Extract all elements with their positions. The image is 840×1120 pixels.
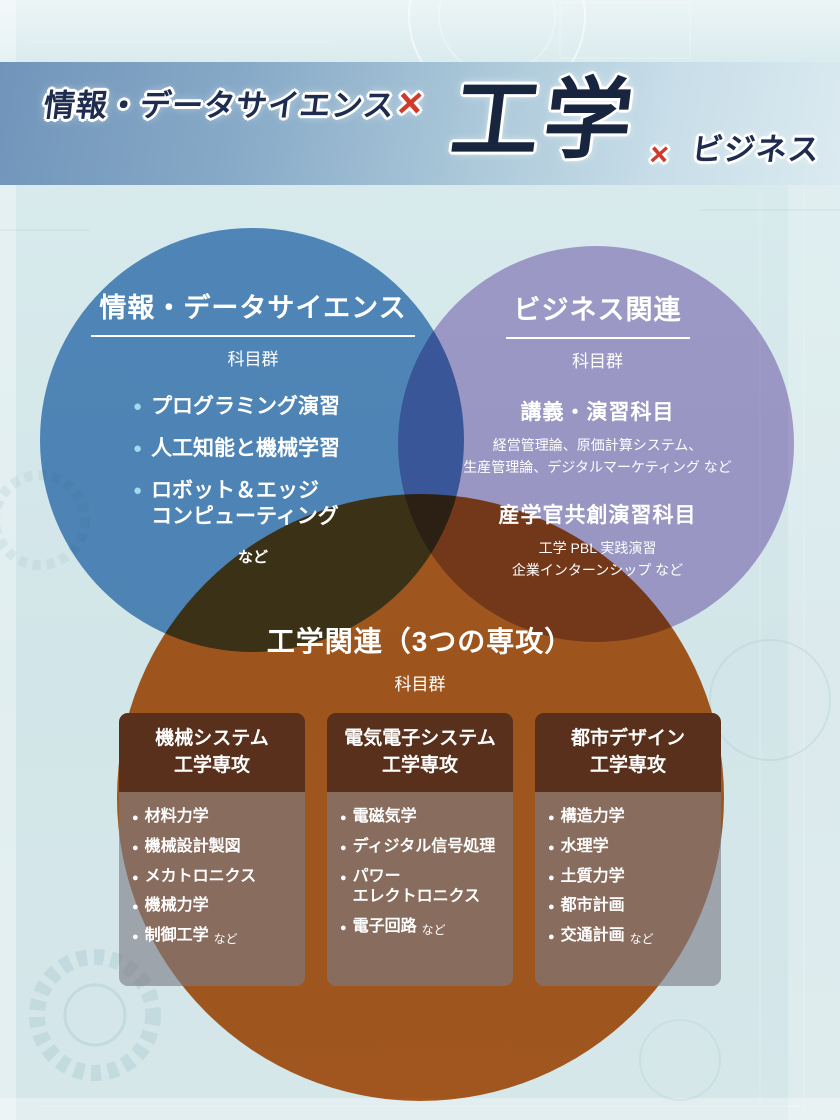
header-title-engineering: 工学 [445,70,643,169]
column-course-list: ● 電磁気学 ● ディジタル信号処理 ● パワー エレクトロニクス ● 電子回路… [327,792,513,986]
bullet-icon: ● [548,871,555,884]
collab-courses-heading: 産学官共創演習科目 [498,503,697,527]
bullet-icon: ● [340,871,347,884]
course-item-label: 土質力学 [560,867,625,885]
bullet-icon: ● [548,841,555,854]
column-course-list: ● 構造力学 ● 水理学 ● 土質力学 ● 都市計画 ● 交通計画 [535,792,721,986]
course-item: ● パワー エレクトロニクス [340,867,507,909]
bullet-icon: ● [548,931,555,944]
course-item: ● 都市計画 [548,896,715,917]
course-item: ● 電子回路 など [340,917,507,939]
bullet-icon: ● [132,841,139,854]
bullet-icon: ● [132,901,139,914]
course-item: ● 交通計画 など [548,926,715,948]
course-item-label: 都市計画 [560,897,625,915]
bullet-icon: ● [132,812,139,824]
course-item-label: ディジタル信号処理 [352,837,496,855]
business-title: ビジネス関連 [505,288,690,339]
etc-label: など [237,549,268,567]
bullet-icon: ● [340,841,347,854]
course-item: ● 材料力学 [132,807,299,828]
engineering-subtitle: 科目群 [394,675,446,694]
multiply-icon-2: × [647,136,672,172]
course-item: ● プログラミング演習 [133,394,451,420]
engineering-title: 工学関連（3つの専攻） [266,626,574,657]
column-electrical-electronic: 電気電子システム 工学専攻 ● 電磁気学 ● ディジタル信号処理 ● パワー エ… [327,713,513,986]
course-item-label: 構造力学 [560,808,625,825]
bullet-icon: ● [132,931,139,944]
datascience-course-list: ● プログラミング演習 ● 人工知能と機械学習 ● ロボット＆エッジ コンピュー… [55,394,451,530]
course-item-label: 機械設計製図 [144,837,241,855]
header-title-business: ビジネス [689,132,823,167]
business-subtitle: 科目群 [572,352,623,371]
course-item-label: ロボット＆エッジ コンピューティング [151,479,339,529]
bullet-icon: ● [548,812,555,824]
bullet-icon: ● [548,901,555,914]
datascience-content: 情報・データサイエンス 科目群 ● プログラミング演習 ● 人工知能と機械学習 … [55,286,451,567]
course-item-label: メカトロニクス [144,867,257,885]
course-item: ● 機械設計製図 [132,837,299,858]
header-title-datascience: 情報・データサイエンス [41,88,398,123]
etc-label: など [213,932,238,947]
column-course-list: ● 材料力学 ● 機械設計製図 ● メカトロニクス ● 機械力学 ● 制御工 [119,792,305,986]
course-item: ● 水理学 [548,837,715,858]
course-item-label: 交通計画 [560,927,625,945]
bullet-icon: ● [133,440,143,458]
course-item-label: 人工知能と機械学習 [151,437,341,461]
course-item-label: 材料力学 [144,808,209,825]
lecture-courses-heading: 講義・演習科目 [520,401,675,424]
multiply-icon-1: × [395,79,427,126]
etc-label: など [421,923,446,938]
bullet-icon: ● [132,871,139,884]
course-item: ● 土質力学 [548,867,715,888]
course-item-label: 電磁気学 [352,808,417,825]
bullet-icon: ● [340,922,347,935]
column-title: 電気電子システム 工学専攻 [327,713,513,792]
course-item: ● 制御工学 など [132,926,299,948]
course-item: ● メカトロニクス [132,867,299,888]
business-content: ビジネス関連 科目群 講義・演習科目 経営管理論、原価計算システム、 生産管理論… [425,288,770,582]
course-item-label: 機械力学 [144,897,209,915]
course-item-label: プログラミング演習 [151,395,341,418]
column-title: 機械システム 工学専攻 [119,713,305,792]
datascience-subtitle: 科目群 [227,350,279,369]
course-item-label: 電子回路 [352,918,417,936]
course-item: ● 構造力学 [548,807,715,828]
course-item-label: 制御工学 [144,927,209,945]
etc-label: など [629,932,654,947]
course-item: ● 人工知能と機械学習 [133,436,451,462]
datascience-title: 情報・データサイエンス [91,286,415,337]
course-item: ● 電磁気学 [340,807,507,828]
lecture-courses-detail: 経営管理論、原価計算システム、 生産管理論、デジタルマーケティング など [463,437,732,476]
course-item: ● 機械力学 [132,896,299,917]
bullet-icon: ● [133,398,143,415]
collab-courses-detail: 工学 PBL 実践演習 企業インターンシップ など [511,539,684,579]
course-item-label: パワー エレクトロニクス [352,867,481,906]
bullet-icon: ● [340,812,347,824]
course-item-label: 水理学 [560,837,609,855]
course-item: ● ロボット＆エッジ コンピューティング [133,478,451,530]
header-banner: 情報・データサイエンス × 工学 × ビジネス [0,62,840,185]
course-item: ● ディジタル信号処理 [340,837,507,858]
column-urban-design: 都市デザイン 工学専攻 ● 構造力学 ● 水理学 ● 土質力学 ● 都市計画 [535,713,721,986]
column-mechanical-systems: 機械システム 工学専攻 ● 材料力学 ● 機械設計製図 ● メカトロニクス ● … [119,713,305,986]
engineering-columns: 機械システム 工学専攻 ● 材料力学 ● 機械設計製図 ● メカトロニクス ● … [119,713,721,986]
column-title: 都市デザイン 工学専攻 [535,713,721,792]
bullet-icon: ● [133,482,143,500]
engineering-heading: 工学関連（3つの専攻） 科目群 [195,620,645,695]
